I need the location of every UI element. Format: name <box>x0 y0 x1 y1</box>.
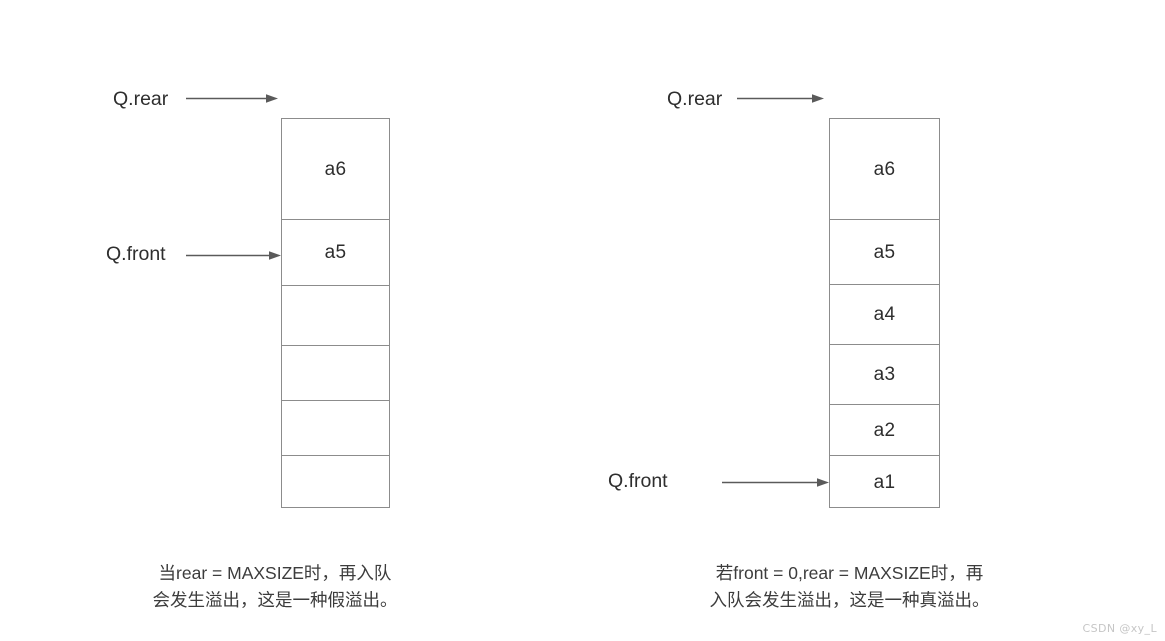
right-caption: 若front = 0,rear = MAXSIZE时，再 入队会发生溢出，这是一… <box>709 563 990 611</box>
left-rear-pointer-arrow <box>186 93 278 104</box>
left-caption: 当rear = MAXSIZE时，再入队 会发生溢出，这是一种假溢出。 <box>152 563 398 611</box>
right-queue-cell-3: a4 <box>830 285 939 345</box>
left-queue-cell-4: a5 <box>282 220 389 286</box>
right-rear-pointer-label: Q.rear <box>667 88 723 110</box>
left-queue-cell-2 <box>282 346 389 401</box>
right-queue-cell-label-4: a5 <box>873 241 896 263</box>
left-queue-cell-5: a6 <box>282 119 389 220</box>
right-queue-cell-1: a2 <box>830 405 939 456</box>
left-queue-cell-3 <box>282 286 389 346</box>
right-queue-cell-2: a3 <box>830 345 939 405</box>
right-front-pointer-label: Q.front <box>608 470 668 492</box>
left-front-pointer-arrow <box>186 250 281 261</box>
right-rear-pointer-arrow <box>737 93 824 104</box>
right-queue-column: a6 a5 a4 a3 a2 a1 <box>829 118 940 508</box>
right-queue-cell-label-2: a3 <box>873 364 896 385</box>
right-queue-cell-label-1: a2 <box>873 419 896 441</box>
right-queue-cell-4: a5 <box>830 220 939 285</box>
watermark: CSDN @xy_L <box>1082 622 1157 635</box>
left-queue-cell-0 <box>282 456 389 509</box>
right-front-pointer-arrow <box>722 477 829 488</box>
right-queue-cell-label-0: a1 <box>873 472 896 493</box>
right-queue-cell-label-3: a4 <box>873 304 896 325</box>
right-queue-cell-label-5: a6 <box>873 158 896 180</box>
right-queue-cell-0: a1 <box>830 456 939 509</box>
right-queue-cell-5: a6 <box>830 119 939 220</box>
left-queue-cell-label-4: a5 <box>324 242 347 263</box>
left-queue-column: a6 a5 <box>281 118 390 508</box>
left-front-pointer-label: Q.front <box>106 243 166 265</box>
left-queue-cell-1 <box>282 401 389 456</box>
left-rear-pointer-label: Q.rear <box>113 88 169 110</box>
left-queue-cell-label-5: a6 <box>324 158 347 180</box>
